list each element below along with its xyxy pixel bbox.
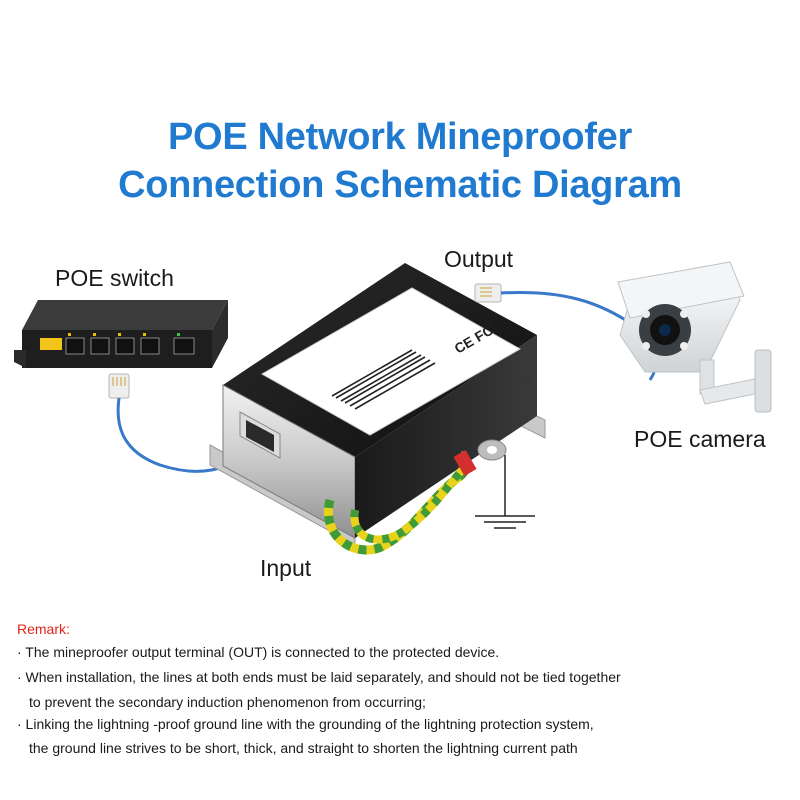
- remark-line-5: the ground line strives to be short, thi…: [29, 740, 578, 756]
- remark-line-3: to prevent the secondary induction pheno…: [29, 694, 426, 710]
- surge-protector-device: CE FC: [209, 263, 546, 546]
- poe-logo-badge: [40, 338, 62, 350]
- switch-ports: [65, 333, 195, 355]
- ground-wires: [323, 439, 507, 555]
- input-label: Input: [260, 555, 312, 581]
- poe-switch-label: POE switch: [55, 265, 174, 291]
- poe-camera: [617, 261, 772, 413]
- output-rj45-plug: [474, 283, 502, 303]
- remark-title: Remark:: [17, 621, 70, 637]
- poe-camera-label: POE camera: [634, 426, 766, 452]
- remark-line-4: · Linking the lightning -proof ground li…: [17, 716, 594, 732]
- ground-symbol: [475, 455, 535, 529]
- output-label: Output: [444, 246, 514, 272]
- poe-switch: [14, 300, 228, 368]
- remark-line-2: · When installation, the lines at both e…: [17, 669, 621, 685]
- device-barcode: [331, 349, 436, 410]
- diagram-title-line-1: POE Network Mineproofer: [168, 116, 632, 158]
- diagram-title-line-2: Connection Schematic Diagram: [118, 164, 682, 206]
- input-rj45-plug: [108, 373, 130, 399]
- remark-line-1: · The mineproofer output terminal (OUT) …: [17, 644, 500, 660]
